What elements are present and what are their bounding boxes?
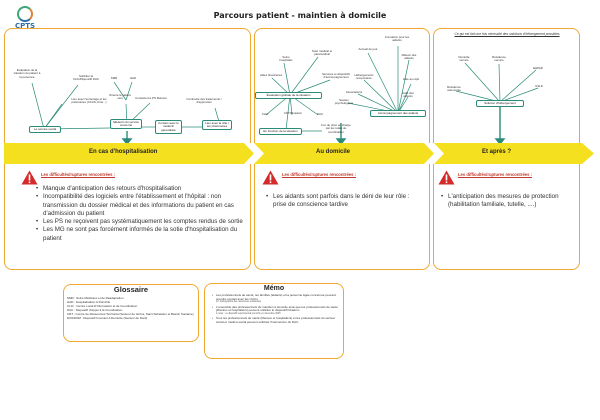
timeline-band: En cas d'hospitalisation Au domicile Et … bbox=[4, 143, 594, 164]
node-maison-aidants: Maison des aidants bbox=[401, 53, 417, 61]
page-title: Parcours patient - maintien à domicile bbox=[213, 11, 387, 20]
band-label-domicile: Au domicile bbox=[316, 149, 351, 155]
box-solution-hebergement: Solution d'hébergement bbox=[476, 100, 524, 107]
node-soutien-psy: Soutien psychologique bbox=[334, 98, 354, 106]
memo-item-note: (cf. Cartographie des ressources existan… bbox=[216, 301, 262, 304]
list-item: Incompatibilité des logiciels entre l'ét… bbox=[36, 193, 248, 218]
list-item: Les aidants sont parfois dans le déni de… bbox=[266, 193, 424, 210]
node-contacte-ps: Contacte les PS libéraux bbox=[135, 96, 167, 100]
glossary-item: CLIC : Centre Local D'Information et de … bbox=[67, 304, 138, 309]
glossary-item: HAD : Hospitalisation A Domicile bbox=[67, 300, 111, 305]
node-oriente: Oriente le patient vers bbox=[108, 93, 131, 101]
node-associations: Associations bbox=[345, 90, 363, 94]
node-evaluation: Evaluation de la situation du patient à … bbox=[13, 68, 41, 79]
node-aide-repit: Aide au répit bbox=[402, 77, 420, 81]
logo-name: CPTS bbox=[14, 22, 36, 30]
box-lien-pharmacies: Lien avec la ville / les pharmacies bbox=[202, 120, 232, 131]
node-formation-aidants: Formation pour les aidants bbox=[384, 35, 410, 43]
glossary-list: SMR : Soins Médicaux et de Réadaptation … bbox=[67, 296, 197, 321]
warning-icon bbox=[21, 170, 38, 185]
memo-item-note: À noter : ce dispositif expérimental pre… bbox=[216, 313, 281, 315]
warning-icon bbox=[262, 170, 279, 185]
box-contact-medecin: Contact avec le médecin généraliste bbox=[155, 120, 182, 134]
glossary-item: DIVADOM : Dispositif Innovant A Domicile… bbox=[67, 316, 148, 321]
node-aides-financieres: Aides financières bbox=[260, 73, 283, 77]
node-cpt-divadom: CPT/Divadom bbox=[284, 111, 302, 115]
band-label-hospitalisation: En cas d'hospitalisation bbox=[89, 149, 158, 155]
memo-item-text: Les professionnels de santé, les famille… bbox=[216, 293, 337, 301]
memo-item: L'ensemble des professionnels du maintie… bbox=[212, 304, 340, 316]
glossary-item: SMR : Soins Médicaux et de Réadaptation bbox=[67, 296, 124, 300]
node-cafe-aidants: Café des aidants bbox=[402, 91, 414, 99]
node-lien-entourage: Lien avec l'entourage et les partenaires… bbox=[71, 97, 107, 105]
glossary-title: Glossaire bbox=[113, 285, 149, 294]
glossary-item: DAC : Dispositif d'Appui à la Coordinati… bbox=[67, 308, 123, 313]
memo-item-text: L'ensemble des professionnels du maintie… bbox=[216, 304, 338, 313]
hospital-difficulties-list: Manque d'anticipation des retours d'hosp… bbox=[36, 185, 248, 243]
box-service-social: Le service social bbox=[29, 126, 61, 133]
node-services-dispositifs: Services et dispositifs d'accompagnement bbox=[322, 72, 350, 80]
timeline-arrow bbox=[4, 143, 594, 164]
node-dac: DAC bbox=[316, 112, 324, 116]
memo-item-text: Tous les professionnels de santé (libéra… bbox=[216, 316, 336, 324]
node-smr: SMR bbox=[110, 76, 118, 80]
list-item: Manque d'anticipation des retours d'hosp… bbox=[36, 185, 248, 194]
glossary-box bbox=[63, 284, 199, 342]
list-item: Les PS ne reçoivent pas systématiquement… bbox=[36, 218, 248, 227]
box-medecin-service: Médecin du service concerné bbox=[110, 119, 142, 130]
node-ehpad: EHPAD bbox=[533, 66, 543, 70]
box-accompagnement-aidants: Accompagnement des aidants bbox=[370, 110, 426, 117]
node-continuite-traitements: Continuité des traitements / d'approvisi… bbox=[186, 97, 222, 105]
node-clic: CLIC bbox=[261, 112, 269, 116]
memo-item: Les professionnels de santé, les famille… bbox=[212, 293, 340, 304]
after-difficulties-list: L'anticipation des mesures de protection… bbox=[441, 193, 577, 210]
node-residence-service: Résidence service bbox=[492, 55, 506, 63]
after-difficulties-title: Les difficultés/ruptures rencontrées : bbox=[458, 172, 532, 177]
logo-mark bbox=[17, 6, 33, 22]
list-item: L'anticipation des mesures de protection… bbox=[441, 193, 577, 210]
box-evaluation-globale: Évaluation globale de la situation bbox=[255, 92, 322, 99]
glossary-item: CRT : Centre de Ressources Territorial (… bbox=[67, 312, 194, 317]
warning-icon bbox=[438, 170, 455, 185]
memo-item: Tous les professionnels de santé (libéra… bbox=[212, 316, 340, 324]
node-suivi-medical: Suivi médical et paramédical bbox=[311, 49, 333, 57]
hospital-difficulties-title: Les difficultés/ruptures rencontrées : bbox=[41, 172, 115, 177]
memo-title: Mémo bbox=[263, 285, 285, 292]
node-had: HAD bbox=[129, 76, 137, 80]
after-header: Ce qui est fait une fois nécessité des s… bbox=[454, 32, 560, 36]
node-hebergements: Hébergements temporaires bbox=[354, 73, 374, 81]
band-label-apres: Et après ? bbox=[482, 149, 512, 155]
node-solliciter-clic: Solliciter la CLIC/Dispositif DAC bbox=[72, 74, 100, 82]
home-difficulties-title: Les difficultés/ruptures rencontrées : bbox=[282, 172, 356, 177]
memo-box bbox=[204, 283, 344, 359]
home-difficulties-list: Les aidants sont parfois dans le déni de… bbox=[266, 193, 424, 210]
node-usld: USLD bbox=[535, 84, 543, 88]
box-en-fonction: En fonction de la situation bbox=[259, 128, 302, 135]
list-item: Les MG ne sont pas forcément informés de… bbox=[36, 226, 248, 243]
node-prise-en-charge: Foc de prise en charge par les relais de… bbox=[321, 123, 351, 134]
node-domicile-service: Domicile service bbox=[458, 55, 470, 63]
node-residence-autonomie: Résidence autonomie bbox=[447, 85, 461, 93]
memo-list: Les professionnels de santé, les famille… bbox=[212, 293, 340, 326]
node-soins-hospitalier: Soins hospitalier bbox=[279, 55, 293, 63]
node-accueil-jour: Accueil de jour bbox=[358, 47, 378, 51]
